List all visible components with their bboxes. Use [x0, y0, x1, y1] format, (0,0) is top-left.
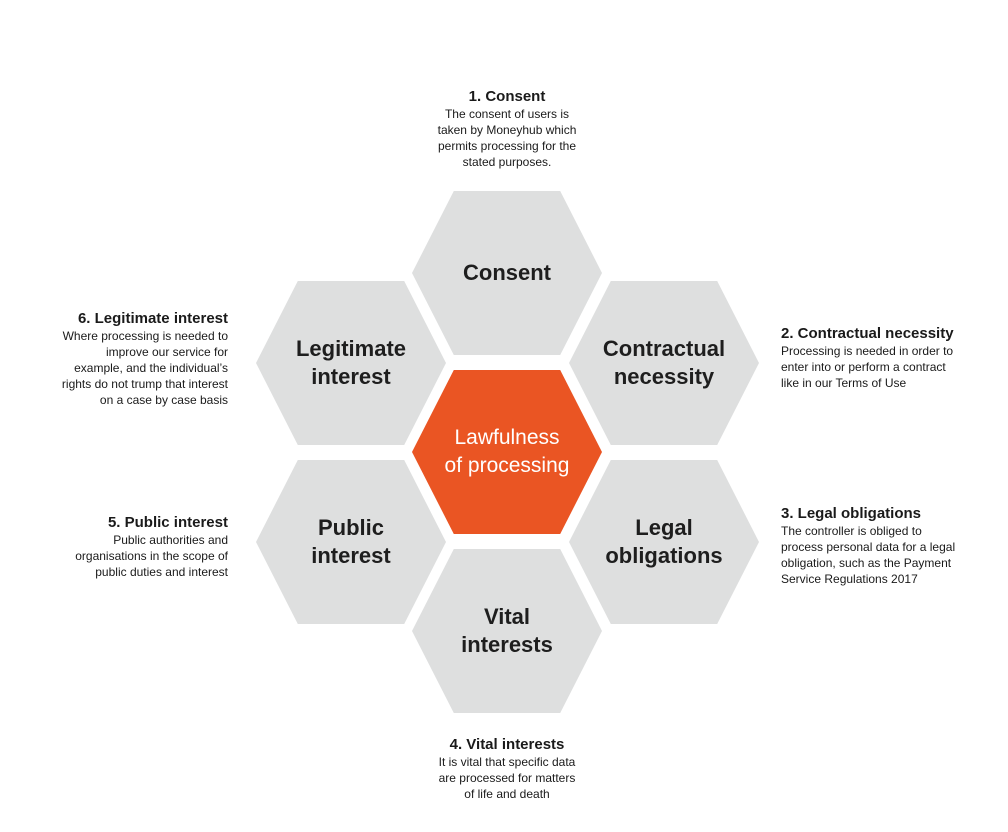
description-legitimate-interest: 6. Legitimate interest Where processing …: [20, 309, 228, 408]
hexagon-public-interest: Public interest: [256, 460, 446, 624]
hexagon-consent: Consent: [412, 191, 602, 355]
description-contractual-necessity-title: 2. Contractual necessity: [781, 325, 954, 342]
description-public-interest: 5. Public interest Public authorities an…: [20, 513, 228, 580]
description-vital-interests-body: It is vital that specific data are proce…: [438, 755, 576, 801]
hexagon-legitimate-interest: Legitimate interest: [256, 281, 446, 445]
description-contractual-necessity: 2. Contractual necessity Processing is n…: [781, 324, 1001, 391]
hexagon-vital-interests: Vital interests: [412, 549, 602, 713]
description-consent-body: The consent of users is taken by Moneyhu…: [437, 107, 577, 169]
description-public-interest-title: 5. Public interest: [107, 514, 228, 531]
hexagon-legal-obligations-label: Legal obligations: [605, 515, 723, 568]
hexagon-lawfulness-of-processing: Lawfulness of processing: [412, 370, 602, 534]
description-consent: 1. Consent The consent of users is taken…: [400, 87, 614, 170]
hexagon-legitimate-interest-label: Legitimate interest: [295, 336, 407, 389]
description-legal-obligations: 3. Legal obligations The controller is o…: [781, 504, 1001, 587]
description-legal-obligations-title: 3. Legal obligations: [781, 505, 922, 522]
hexagon-contractual-necessity: Contractual necessity: [569, 281, 759, 445]
description-legal-obligations-body: The controller is obliged to process per…: [781, 524, 956, 586]
hexagon-legal-obligations: Legal obligations: [569, 460, 759, 624]
description-vital-interests-title: 4. Vital interests: [449, 736, 565, 753]
description-consent-title: 1. Consent: [468, 88, 546, 105]
hexagon-center-label: Lawfulness of processing: [444, 426, 570, 477]
hexagon-consent-label: Consent: [463, 260, 551, 285]
description-legitimate-interest-title: 6. Legitimate interest: [77, 310, 228, 327]
description-public-interest-body: Public authorities and organisations in …: [75, 533, 228, 579]
hexagon-vital-interests-label: Vital interests: [461, 604, 553, 657]
description-vital-interests: 4. Vital interests It is vital that spec…: [400, 735, 614, 802]
hexagon-public-interest-label: Public interest: [311, 515, 391, 568]
hexagon-contractual-necessity-label: Contractual necessity: [602, 336, 726, 389]
description-legitimate-interest-body: Where processing is needed to improve ou…: [61, 329, 228, 407]
description-contractual-necessity-body: Processing is needed in order to enter i…: [781, 344, 954, 390]
